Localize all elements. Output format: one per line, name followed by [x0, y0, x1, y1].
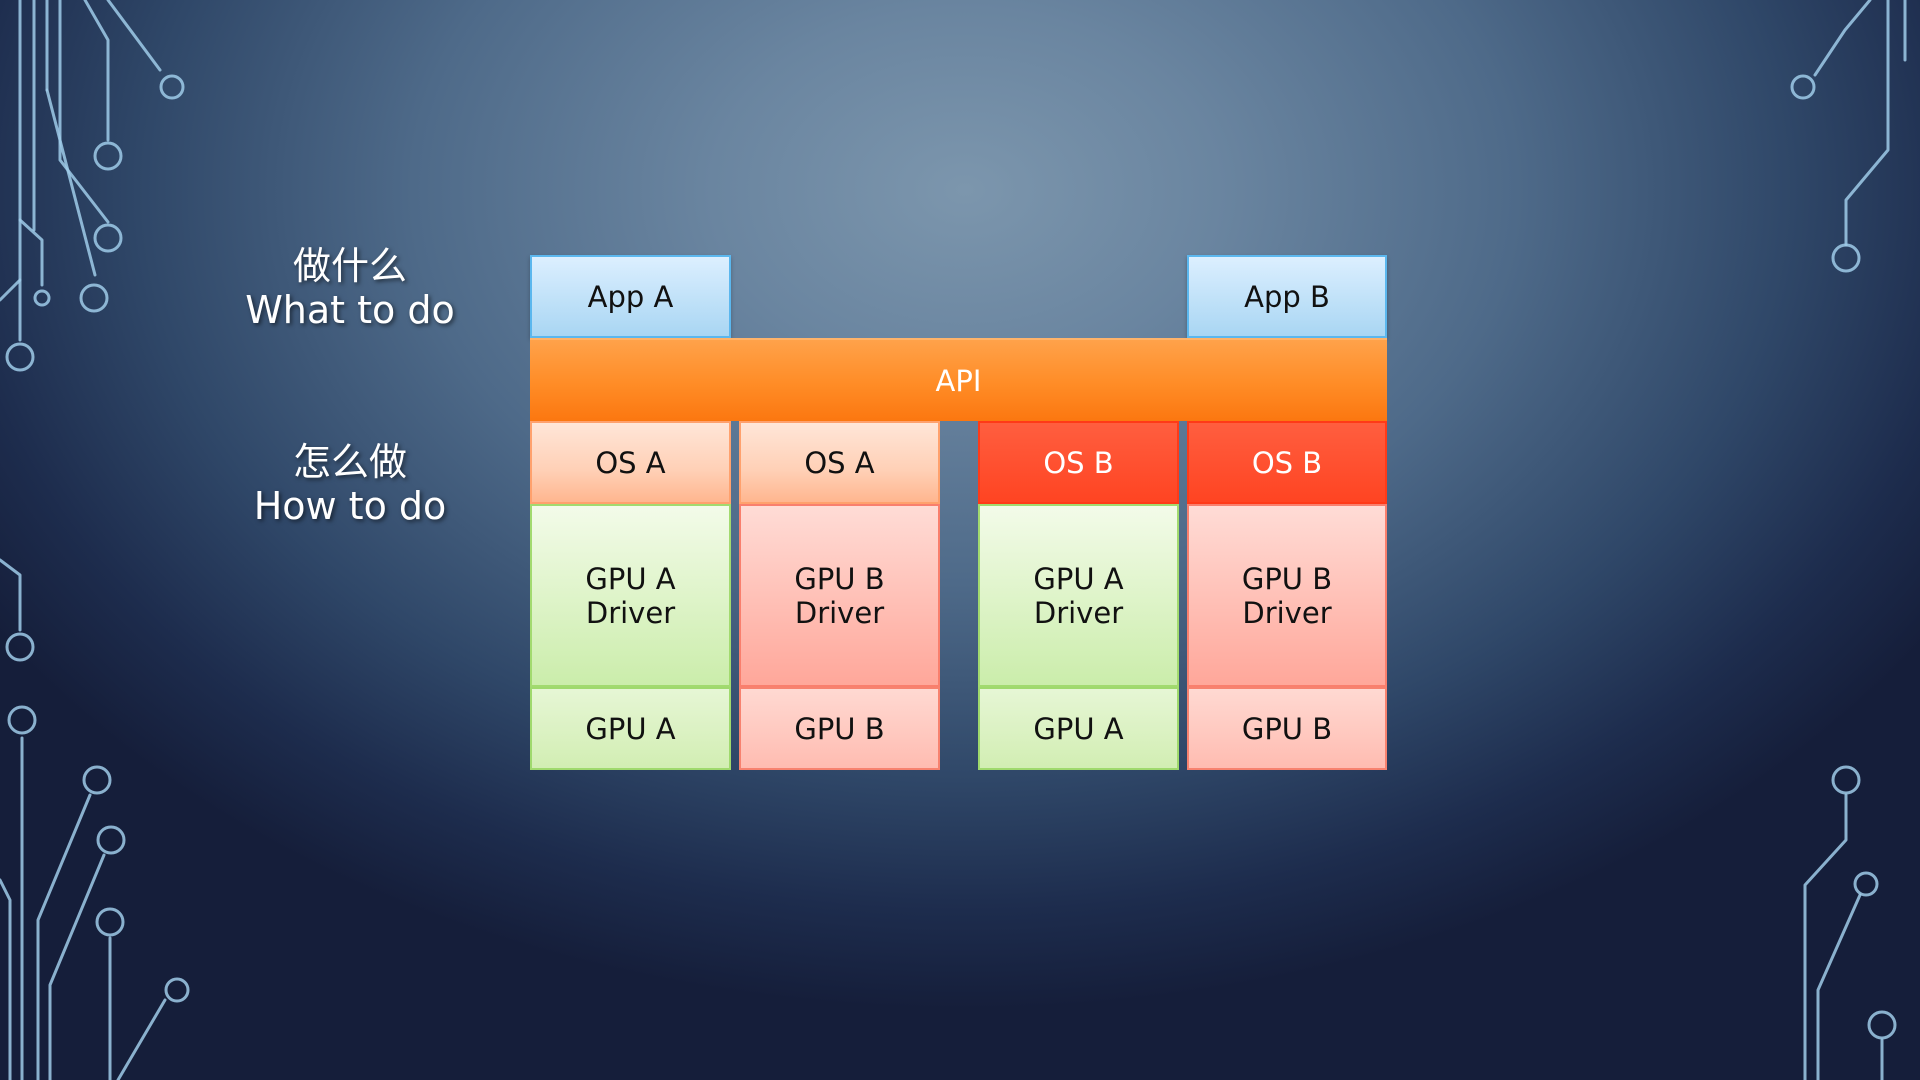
os-block-3: OS B	[978, 421, 1179, 504]
gpu-block-3: GPU A	[978, 687, 1179, 770]
what-to-do-en: What to do	[245, 288, 455, 332]
driver-block-4: GPU B Driver	[1187, 504, 1387, 687]
gpu-block-4: GPU B	[1187, 687, 1387, 770]
what-to-do-cn: 做什么	[292, 244, 407, 288]
how-to-do-label: 怎么做 How to do	[200, 440, 500, 528]
app-b-block: App B	[1187, 255, 1387, 338]
what-to-do-label: 做什么 What to do	[200, 244, 500, 332]
os-block-4: OS B	[1187, 421, 1387, 504]
driver-block-1: GPU A Driver	[530, 504, 731, 687]
api-bar: API	[530, 338, 1387, 421]
gpu-block-1: GPU A	[530, 687, 731, 770]
driver-block-2: GPU B Driver	[739, 504, 940, 687]
driver-block-3: GPU A Driver	[978, 504, 1179, 687]
gpu-block-2: GPU B	[739, 687, 940, 770]
os-block-2: OS A	[739, 421, 940, 504]
how-to-do-cn: 怎么做	[292, 440, 407, 484]
os-block-1: OS A	[530, 421, 731, 504]
how-to-do-en: How to do	[253, 484, 447, 528]
app-a-block: App A	[530, 255, 731, 338]
